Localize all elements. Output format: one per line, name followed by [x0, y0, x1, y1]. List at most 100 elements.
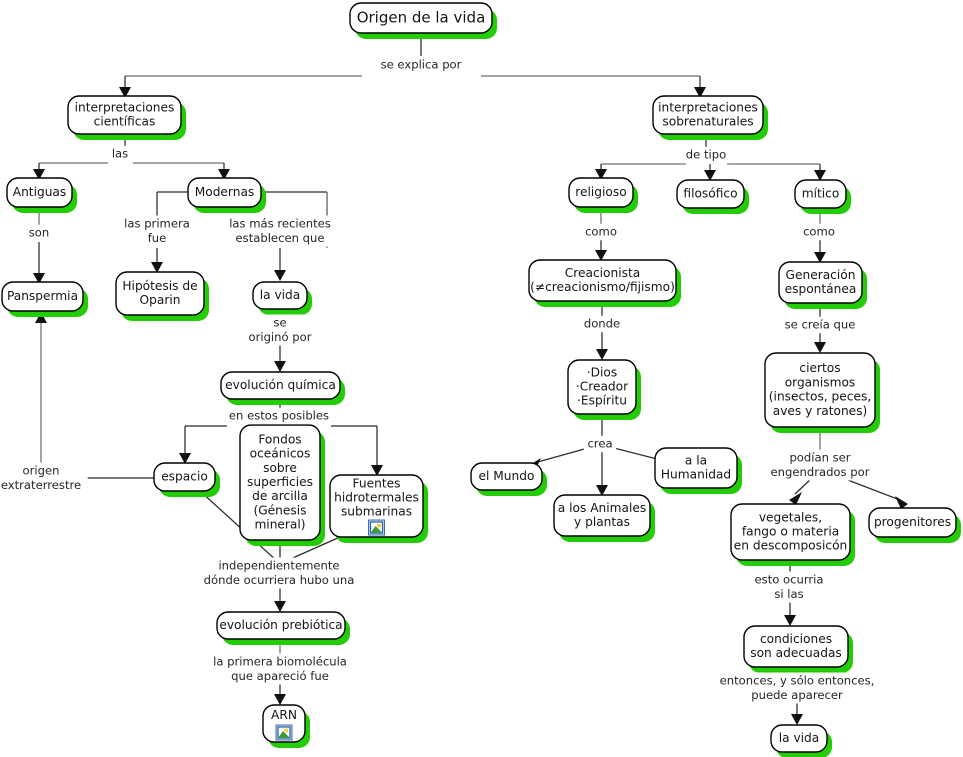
- node-box[interactable]: [770, 724, 828, 753]
- link-label-backdrop: [106, 145, 134, 163]
- edge-line: [794, 477, 813, 495]
- link-label-se_creia_que[interactable]: se creía que: [779, 316, 861, 334]
- node-label: Humanidad: [661, 468, 731, 482]
- node-evol_prebiotica[interactable]: evolución prebiótica: [216, 611, 350, 645]
- node-modernas[interactable]: Modernas: [187, 177, 266, 213]
- link-label-entonces[interactable]: entonces, y sólo entonces,puede aparecer: [713, 672, 881, 704]
- node-progenitores[interactable]: progenitores: [868, 507, 961, 543]
- edge: [814, 240, 826, 263]
- link-label-en_estos[interactable]: en estos posibles: [223, 407, 335, 425]
- edge-arrowhead: [791, 714, 803, 725]
- node-arn[interactable]: ARN: [262, 704, 310, 748]
- node-box[interactable]: [252, 281, 308, 310]
- node-creacionista[interactable]: Creacionista(≠creacionismo/fijismo): [528, 259, 681, 307]
- edge: [199, 490, 278, 562]
- node-label: la vida: [260, 288, 301, 302]
- node-box[interactable]: [239, 424, 321, 541]
- edge: [33, 163, 45, 180]
- node-lavida1[interactable]: la vida: [252, 281, 312, 315]
- node-filosofico[interactable]: filosófico: [676, 179, 749, 214]
- node-label: espacio: [161, 470, 208, 484]
- node-lavida2[interactable]: la vida: [770, 724, 832, 757]
- node-box[interactable]: [764, 352, 876, 428]
- node-box[interactable]: [730, 503, 851, 561]
- image-icon[interactable]: [275, 724, 293, 741]
- node-el_mundo[interactable]: el Mundo: [470, 462, 547, 496]
- node-espacio[interactable]: espacio: [153, 462, 220, 497]
- node-mitico[interactable]: mítico: [794, 179, 851, 214]
- link-label-crea[interactable]: crea: [583, 435, 617, 453]
- link-label-text: origen: [23, 463, 60, 477]
- node-label: científicas: [94, 115, 156, 129]
- node-origen[interactable]: Origen de la vida: [349, 2, 497, 39]
- node-label: superficies: [247, 475, 313, 489]
- link-label-text: se explica por: [381, 58, 462, 72]
- link-label-donde[interactable]: donde: [582, 315, 622, 333]
- link-label-de_tipo[interactable]: de tipo: [680, 146, 732, 164]
- link-label-como_mit[interactable]: como: [802, 223, 836, 241]
- node-box[interactable]: [67, 95, 182, 135]
- edge-arrowhead: [274, 361, 286, 372]
- link-label-son[interactable]: son: [25, 224, 53, 242]
- edge: [704, 164, 716, 181]
- link-label-text: originó por: [248, 330, 311, 344]
- node-box[interactable]: [329, 474, 424, 538]
- node-box[interactable]: [6, 177, 73, 208]
- link-label-se_explica_por[interactable]: se explica por: [374, 56, 468, 74]
- edge-arrowhead: [274, 601, 286, 612]
- node-box[interactable]: [187, 177, 262, 208]
- node-box[interactable]: [349, 2, 493, 34]
- node-box[interactable]: [743, 625, 849, 668]
- node-box[interactable]: [568, 177, 634, 208]
- node-box[interactable]: [652, 95, 764, 135]
- edge-arrowhead: [274, 694, 286, 705]
- node-panspermia[interactable]: Panspermia: [1, 281, 88, 317]
- link-label-text: engendrados por: [771, 465, 870, 479]
- node-box[interactable]: [470, 462, 543, 491]
- edge: [694, 76, 706, 98]
- node-box[interactable]: [115, 271, 205, 316]
- node-box[interactable]: [216, 611, 346, 640]
- node-evol_quimica[interactable]: evolución química: [220, 371, 345, 405]
- image-icon[interactable]: [368, 519, 385, 536]
- node-antiguas[interactable]: Antiguas: [6, 177, 77, 213]
- edge: [839, 476, 908, 509]
- node-box[interactable]: [153, 462, 216, 492]
- node-box[interactable]: [868, 507, 957, 538]
- node-box[interactable]: [567, 359, 637, 415]
- node-box[interactable]: [220, 371, 341, 400]
- edge: [784, 600, 796, 626]
- node-box[interactable]: [262, 704, 306, 743]
- node-box[interactable]: [794, 179, 847, 209]
- node-dios[interactable]: ·Dios·Creador·Espíritu: [567, 359, 641, 420]
- node-box[interactable]: [1, 281, 84, 312]
- node-religioso[interactable]: religioso: [568, 177, 638, 213]
- node-box[interactable]: [778, 261, 863, 304]
- link-label-como_rel[interactable]: como: [584, 223, 618, 241]
- node-box[interactable]: [528, 259, 677, 302]
- node-box[interactable]: [654, 447, 738, 489]
- node-box[interactable]: [553, 494, 651, 537]
- link-label-las[interactable]: las: [106, 145, 134, 163]
- node-box[interactable]: [676, 179, 745, 209]
- edge-arrowhead: [789, 492, 802, 505]
